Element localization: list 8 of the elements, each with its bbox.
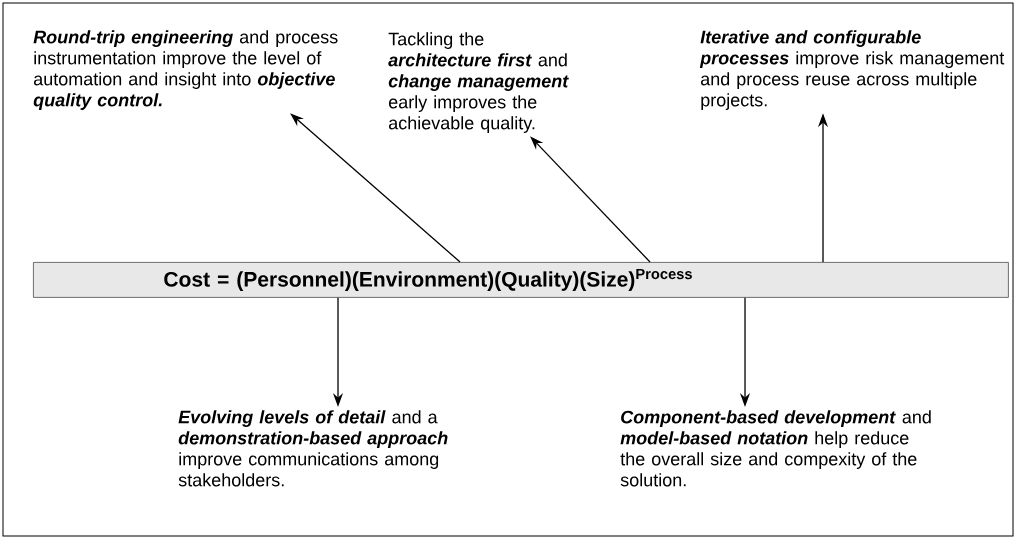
formula-band: Cost = (Personnel)(Environment)(Quality)(Size)$^{Process}$	[33, 262, 1009, 298]
arrow	[290, 113, 461, 263]
annotation-text: Round-trip engineering and process instrumentation improve the level of automation and insight into objective quality control.	[33, 30, 338, 110]
annotation-text: Iterative and configurable processes improve risk management and process reuse across multiple projects.	[699, 30, 1005, 110]
annotation-text: Evolving levels of detail and a demonstration-based approach improve communications among stakeholders.	[178, 410, 448, 487]
arrow	[530, 136, 651, 263]
annotation-text: Component-based development and model-based notation help reduce the overall size and compexity of the solution.	[620, 410, 931, 487]
annotation-text: Tackling the architecture first and change management early improves the achievable quality.	[388, 32, 569, 133]
